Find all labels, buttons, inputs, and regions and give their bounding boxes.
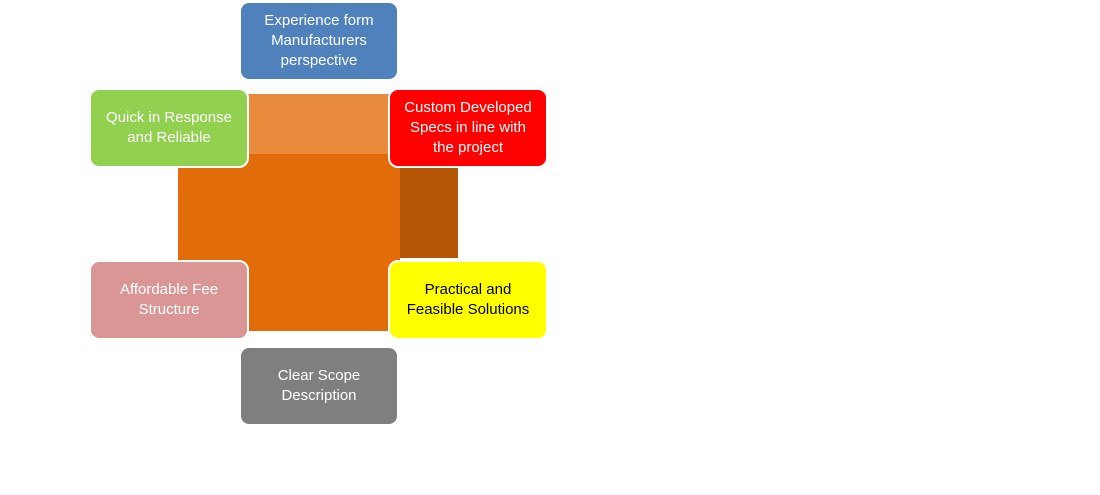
box-practical-solutions-label: Practical and Feasible Solutions — [406, 281, 530, 318]
box-clear-scope: Clear Scope Description — [239, 346, 399, 426]
cube-side-face — [400, 168, 458, 258]
box-practical-solutions: Practical and Feasible Solutions — [388, 260, 548, 340]
box-quick-response: Quick in Response and Reliable — [89, 88, 249, 168]
box-affordable-fee-label: Affordable Fee Structure — [119, 281, 219, 318]
box-experience-manufacturers: Experience form Manufacturers perspectiv… — [239, 1, 399, 81]
box-clear-scope-label: Clear Scope Description — [277, 367, 361, 404]
box-custom-specs: Custom Developed Specs in line with the … — [388, 88, 548, 168]
box-custom-specs-label: Custom Developed Specs in line with the … — [404, 99, 532, 156]
box-affordable-fee: Affordable Fee Structure — [89, 260, 249, 340]
box-experience-manufacturers-label: Experience form Manufacturers perspectiv… — [264, 12, 374, 69]
box-quick-response-label: Quick in Response and Reliable — [106, 109, 232, 146]
cube-top-face — [248, 94, 400, 154]
